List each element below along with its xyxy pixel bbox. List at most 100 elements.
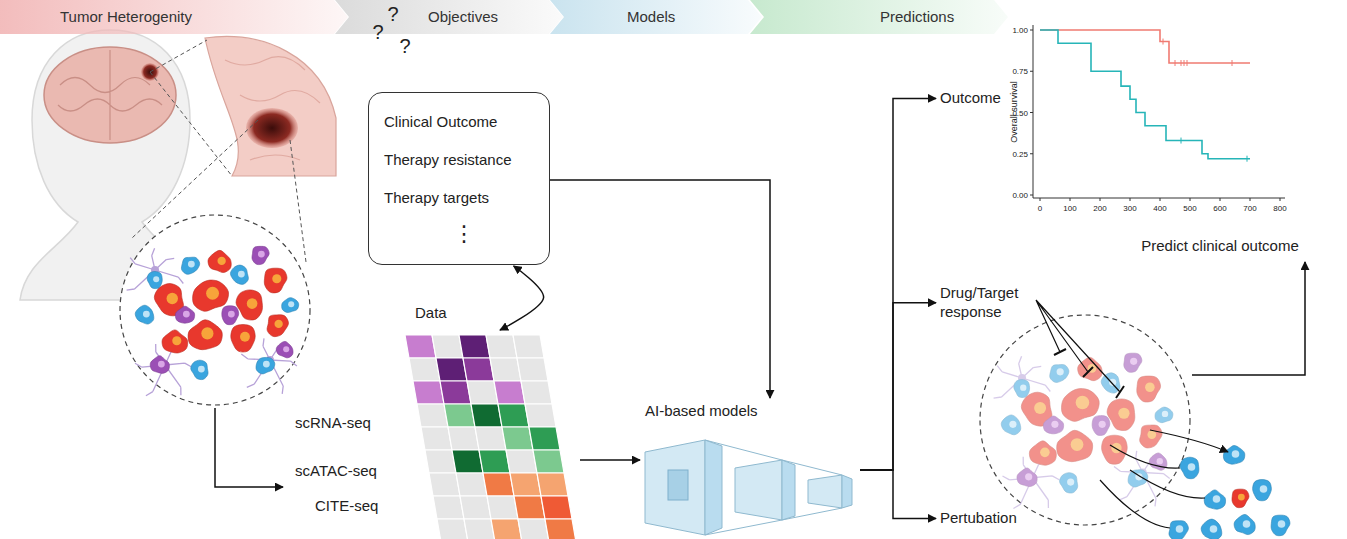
node-text: AI-based models: [645, 402, 758, 420]
cell-nucleus: [217, 257, 225, 265]
axis: [1033, 25, 1285, 198]
matrix-cell: [460, 496, 491, 519]
question-mark: ?: [399, 35, 410, 58]
cell: [1253, 480, 1272, 501]
cell: [1155, 407, 1173, 423]
cell-nucleus: [1057, 368, 1064, 375]
node-text: Data: [415, 304, 447, 322]
cell-nucleus: [1176, 525, 1184, 533]
cell-nucleus: [1188, 463, 1196, 471]
cell: [1232, 489, 1249, 508]
cell-nucleus: [1051, 421, 1058, 428]
matrix-cell: [429, 473, 460, 496]
matrix-cell: [405, 335, 436, 358]
cell: [276, 341, 293, 357]
matrix-cell: [494, 381, 525, 404]
matrix-cell: [517, 358, 548, 381]
tick-label: 0.75: [1012, 67, 1028, 76]
tick-label: 0: [1038, 204, 1042, 213]
banner-shape: [750, 0, 1008, 34]
matrix-cell: [521, 381, 552, 404]
cell-nucleus: [1118, 408, 1129, 419]
cell-nucleus: [263, 361, 270, 368]
cell-nucleus: [288, 301, 294, 307]
cell: [1001, 415, 1021, 435]
matrix-cell: [467, 381, 498, 404]
matrix-cell: [537, 473, 568, 496]
cell: [193, 280, 229, 311]
banner-shape: [550, 0, 762, 34]
survival-curve: [1040, 30, 1250, 63]
tick-label: 300: [1123, 204, 1136, 213]
matrix-cell: [463, 358, 494, 381]
survival-plot: [1030, 25, 1285, 201]
cell-nucleus: [1067, 478, 1074, 485]
cell: [1057, 430, 1093, 461]
cell-nucleus: [247, 298, 258, 309]
matrix-cell: [432, 335, 463, 358]
cell: [1107, 399, 1135, 431]
drug-lines: [1036, 300, 1120, 392]
prediction-text: Outcome: [938, 87, 1003, 110]
prediction-text: Drug/Target response: [938, 282, 1037, 324]
tick-label: 600: [1213, 204, 1226, 213]
brain: [44, 47, 176, 143]
flow-connector: [550, 180, 770, 398]
tick-label: 400: [1153, 204, 1166, 213]
cell-nucleus: [1040, 448, 1050, 458]
matrix-cell: [452, 450, 483, 473]
cell: [1101, 373, 1120, 393]
cell-nucleus: [1260, 485, 1268, 493]
matrix-cell: [417, 404, 448, 427]
matrix-cell: [436, 358, 467, 381]
outcome-arrow: [1192, 262, 1305, 375]
cell-nucleus: [143, 311, 150, 318]
cell: [1050, 365, 1069, 383]
banner-chevron: [750, 0, 1008, 34]
cell: [1180, 457, 1199, 479]
stage-title: Predictions: [880, 8, 954, 26]
cell: [181, 257, 199, 274]
cell-nucleus: [1111, 443, 1121, 453]
matrix-cell: [533, 450, 564, 473]
tick-label: 0.50: [1012, 108, 1028, 117]
tick-label: 800: [1273, 204, 1286, 213]
censor-marks: [1181, 138, 1247, 162]
tick-label: 200: [1093, 204, 1106, 213]
cell-nucleus: [283, 346, 289, 352]
cell-nucleus: [153, 276, 159, 282]
model-block: AI-based models: [640, 398, 860, 538]
tick-label: 700: [1243, 204, 1256, 213]
cell: [1061, 389, 1099, 422]
cell-nucleus: [1009, 421, 1016, 428]
cell-nucleus: [238, 271, 245, 278]
matrix-cell: [433, 496, 464, 519]
matrix-cell: [541, 496, 572, 519]
cell: [230, 265, 248, 284]
matrix-cell: [475, 427, 506, 450]
cell-nucleus: [1232, 450, 1240, 458]
cell: [1124, 353, 1142, 372]
cell: [1169, 521, 1188, 539]
data-matrix: [405, 335, 576, 539]
cell: [135, 305, 154, 324]
matrix-cell: [529, 427, 560, 450]
stage-banner: Objectives: [335, 0, 563, 34]
cell-nucleus: [167, 293, 178, 304]
cell: [162, 330, 188, 353]
node-text: Drug/Target response: [938, 282, 1037, 324]
cell-nucleus: [1157, 458, 1163, 464]
cell: [188, 320, 222, 350]
matrix-cell: [487, 496, 518, 519]
cell: [1092, 416, 1110, 436]
cell: [1014, 380, 1030, 398]
matrix-cell: [448, 427, 479, 450]
prediction-text: Pertubation: [938, 507, 1019, 530]
brain-gyri: [58, 50, 162, 140]
cell: [236, 290, 262, 320]
flow-connector: [500, 266, 544, 330]
flow-connector: [860, 98, 936, 470]
cell: [1201, 519, 1222, 539]
cell-nucleus: [183, 311, 190, 318]
